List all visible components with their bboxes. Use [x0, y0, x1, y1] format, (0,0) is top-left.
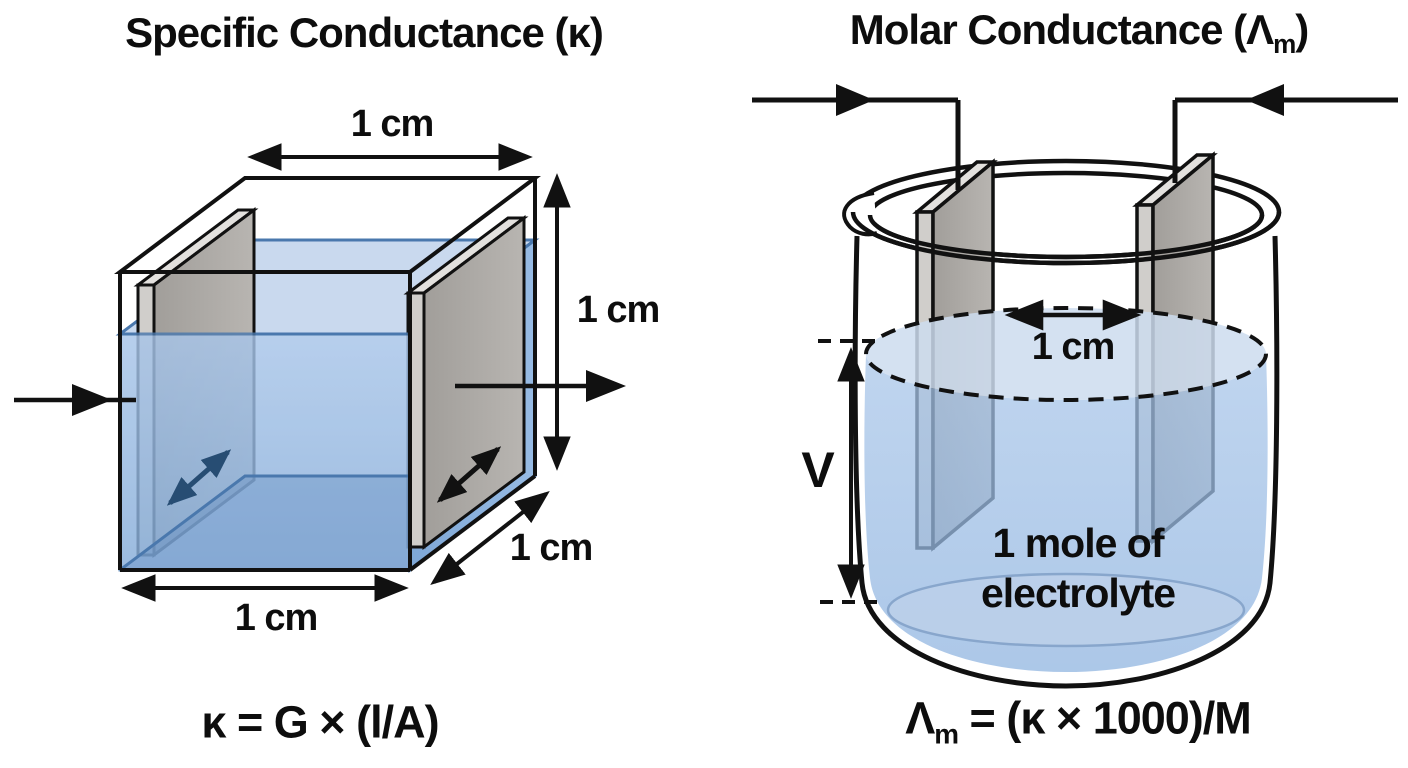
beaker-spout — [842, 191, 878, 237]
right-title-suffix: ) — [1295, 5, 1309, 53]
left-plate-depth-arrow — [166, 449, 232, 506]
cube-dim-height-label: 1 cm — [576, 289, 661, 331]
current-out-wire — [455, 370, 626, 402]
electrolyte-label-line1: 1 mole of — [992, 520, 1165, 566]
electrolyte-label-line2: electrolyte — [980, 570, 1176, 616]
right-title-subscript: m — [1273, 29, 1296, 60]
right-title-prefix: Molar Conductance (Λ — [849, 5, 1274, 53]
beaker-right-wire-arrowhead — [1246, 84, 1284, 116]
dim-arrow-depth — [430, 491, 550, 585]
cube-dim-bottom-label: 1 cm — [234, 597, 319, 639]
specific-conductance-formula: κ = G × (l/A) — [201, 696, 439, 748]
molar-conductance-formula: Λm = (κ × 1000)/M — [905, 692, 1252, 750]
molar-conductance-figure — [752, 84, 1398, 689]
cube-liquid-bottom — [120, 476, 410, 570]
beaker-liquid-surface — [866, 308, 1266, 400]
volume-measure — [818, 339, 878, 604]
beaker-dim-gap-label: 1 cm — [1031, 326, 1116, 368]
current-in-wire — [14, 384, 136, 416]
formula-lambda: Λ — [905, 692, 935, 744]
beaker-left-wire — [752, 84, 961, 190]
beaker-right-wire — [1172, 84, 1398, 183]
specific-conductance-figure — [14, 143, 626, 602]
formula-rest: = (κ × 1000)/M — [958, 692, 1252, 744]
electrolyte-label: 1 mole of electrolyte — [980, 518, 1176, 618]
cube-inner-bottom-edge — [119, 474, 410, 572]
beaker-rim-front-arc — [850, 211, 1282, 266]
left-panel-title: Specific Conductance (κ) — [125, 9, 604, 56]
current-out-arrowhead — [586, 370, 626, 402]
volume-label: V — [801, 442, 835, 498]
beaker-liquid-bottom — [886, 572, 1246, 648]
cube-dim-top-label: 1 cm — [350, 103, 435, 145]
current-in-arrowhead — [72, 384, 112, 416]
beaker-rim-front-arc-inner — [867, 214, 1265, 260]
right-panel-title: Molar Conductance (Λm) — [849, 5, 1310, 60]
cube-dim-depth-label: 1 cm — [509, 527, 594, 569]
formula-subscript: m — [934, 718, 959, 750]
beaker-left-wire-arrowhead — [836, 84, 874, 116]
